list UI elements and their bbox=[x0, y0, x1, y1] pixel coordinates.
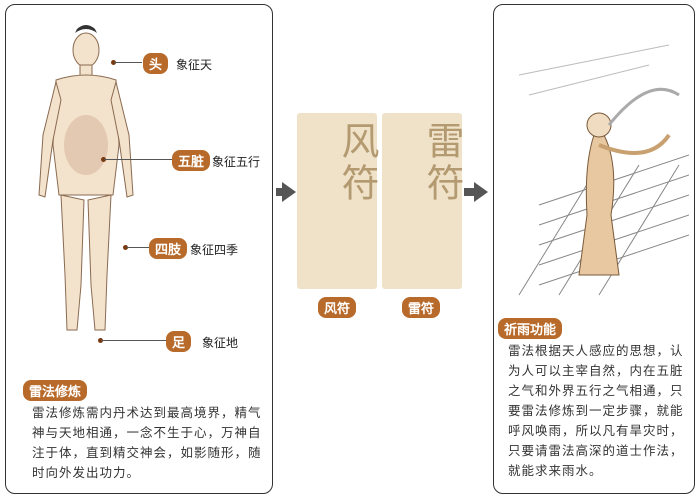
wind-talisman-image: 风符 bbox=[297, 113, 379, 289]
arrow-right-icon bbox=[282, 182, 296, 202]
label-tag-organs: 五脏 bbox=[172, 150, 211, 171]
label-limbs-meaning: 象征四季 bbox=[190, 243, 239, 257]
section-body-thunder-cultivation: 雷法修炼需内丹术达到最高境界，精气神与天地相通，一念不生于心，万神自注于体，直到… bbox=[32, 405, 262, 480]
wind-talisman-label: 风符 bbox=[318, 297, 357, 318]
section-body-rain-prayer: 雷法根据天人感应的思想，认为人可以主宰自然，内在五脏之气和外界五行之气相通，只要… bbox=[508, 343, 684, 478]
label-head-meaning: 象征天 bbox=[176, 58, 213, 72]
label-organs-meaning: 象征五行 bbox=[212, 155, 261, 169]
taoist-priest-illustration bbox=[518, 44, 689, 296]
label-feet-meaning: 象征地 bbox=[202, 336, 239, 350]
section-title-rain-prayer: 祈雨功能 bbox=[498, 318, 563, 339]
label-tag-feet: 足 bbox=[166, 331, 192, 352]
human-body-illustration bbox=[38, 25, 134, 331]
label-tag-head: 头 bbox=[143, 53, 169, 74]
label-tag-limbs: 四肢 bbox=[149, 238, 188, 259]
section-title-thunder-cultivation: 雷法修炼 bbox=[23, 380, 88, 401]
rain-prayer-panel: 祈雨功能 雷法根据天人感应的思想，认为人可以主宰自然，内在五脏之气和外界五行之气… bbox=[493, 4, 695, 494]
thunder-talisman-image: 雷符 bbox=[382, 113, 464, 289]
arrow-right-icon bbox=[474, 182, 488, 202]
thunder-talisman-label: 雷符 bbox=[402, 297, 441, 318]
human-body-panel: 头 象征天 五脏 象征五行 四肢 象征四季 足 象征地 雷法修炼 雷法修炼需内丹… bbox=[5, 4, 273, 494]
